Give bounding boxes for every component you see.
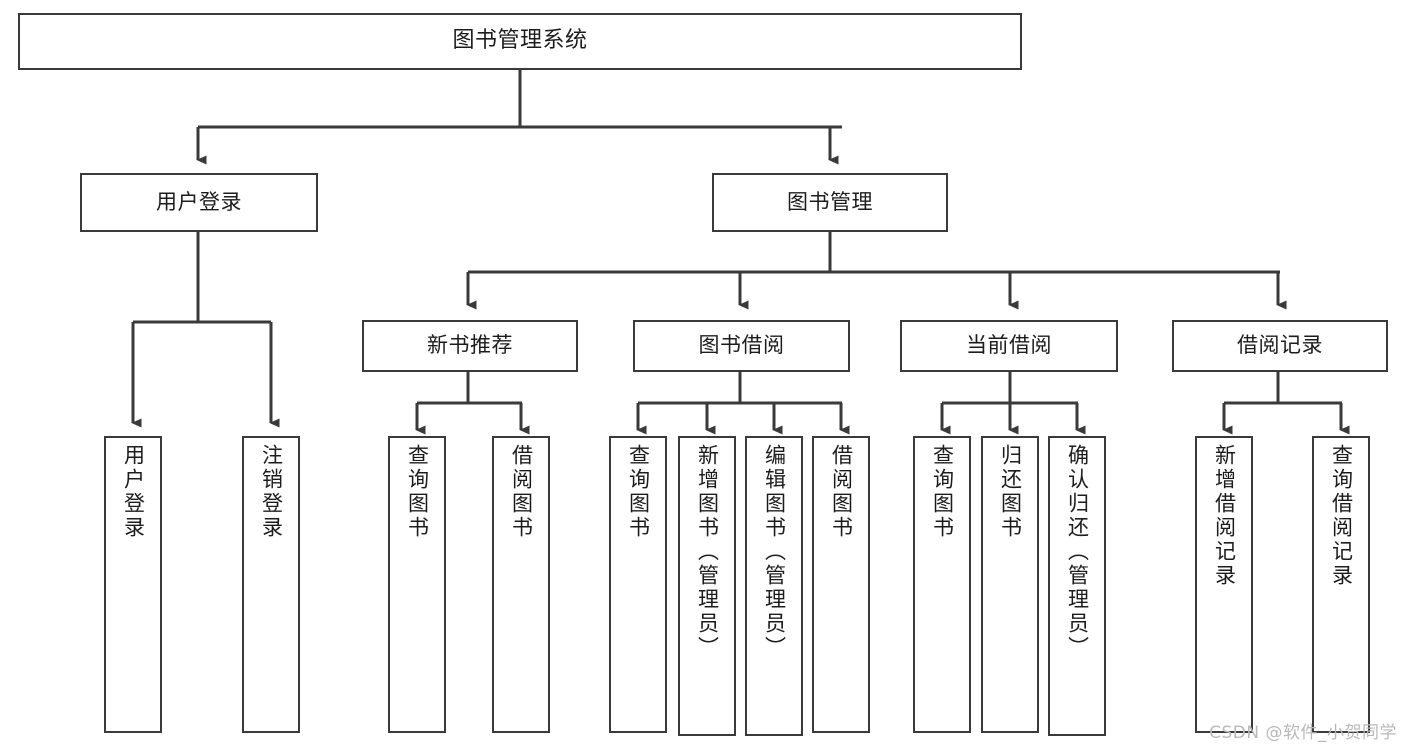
node-label: 图书管理 — [787, 189, 873, 214]
node-label: 查询借阅记录 — [1329, 444, 1354, 588]
node-label: 当前借阅 — [966, 333, 1052, 358]
leaf-recommend-query-book[interactable]: 查询图书 — [388, 436, 446, 733]
leaf-current-confirm-return-admin[interactable]: 确认归还（管理员） — [1048, 436, 1106, 736]
node-label: 查询图书 — [405, 444, 430, 540]
node-new-book-recommend[interactable]: 新书推荐 — [362, 320, 578, 372]
leaf-current-query-book[interactable]: 查询图书 — [913, 436, 971, 733]
node-label: 用户登录 — [156, 189, 242, 214]
leaf-current-return-book[interactable]: 归还图书 — [981, 436, 1039, 733]
node-label: 编辑图书（管理员） — [762, 444, 787, 660]
node-label: 借阅图书 — [829, 444, 854, 540]
node-label: 用户登录 — [121, 444, 146, 540]
node-label: 注销登录 — [259, 444, 284, 540]
leaf-borrow-query-book[interactable]: 查询图书 — [609, 436, 667, 733]
node-label: 新书推荐 — [427, 333, 513, 358]
leaf-user-login-login[interactable]: 用户登录 — [104, 436, 162, 733]
node-label: 借阅记录 — [1237, 333, 1323, 358]
node-label: 借阅图书 — [509, 444, 534, 540]
node-book-borrow[interactable]: 图书借阅 — [633, 320, 850, 372]
leaf-borrow-borrow-book[interactable]: 借阅图书 — [812, 436, 870, 733]
node-label: 查询图书 — [626, 444, 651, 540]
node-user-login[interactable]: 用户登录 — [80, 173, 318, 232]
node-label: 图书管理系统 — [452, 28, 588, 54]
leaf-record-add-record[interactable]: 新增借阅记录 — [1195, 436, 1253, 733]
node-book-management[interactable]: 图书管理 — [712, 173, 948, 232]
leaf-user-login-logout[interactable]: 注销登录 — [242, 436, 300, 733]
node-label: 查询图书 — [930, 444, 955, 540]
node-label: 归还图书 — [998, 444, 1023, 540]
leaf-recommend-borrow-book[interactable]: 借阅图书 — [492, 436, 550, 733]
watermark-text: CSDN @软件_小贺同学 — [1209, 723, 1397, 743]
node-label: 图书借阅 — [698, 333, 785, 358]
leaf-record-query-record[interactable]: 查询借阅记录 — [1312, 436, 1370, 733]
leaf-borrow-add-book-admin[interactable]: 新增图书（管理员） — [678, 436, 736, 736]
leaf-borrow-edit-book-admin[interactable]: 编辑图书（管理员） — [745, 436, 803, 736]
node-root-system[interactable]: 图书管理系统 — [18, 13, 1022, 70]
node-label: 新增图书（管理员） — [695, 444, 720, 660]
node-label: 新增借阅记录 — [1212, 444, 1237, 588]
node-current-borrow[interactable]: 当前借阅 — [900, 320, 1118, 372]
node-label: 确认归还（管理员） — [1065, 444, 1090, 660]
node-borrow-record[interactable]: 借阅记录 — [1172, 320, 1388, 372]
